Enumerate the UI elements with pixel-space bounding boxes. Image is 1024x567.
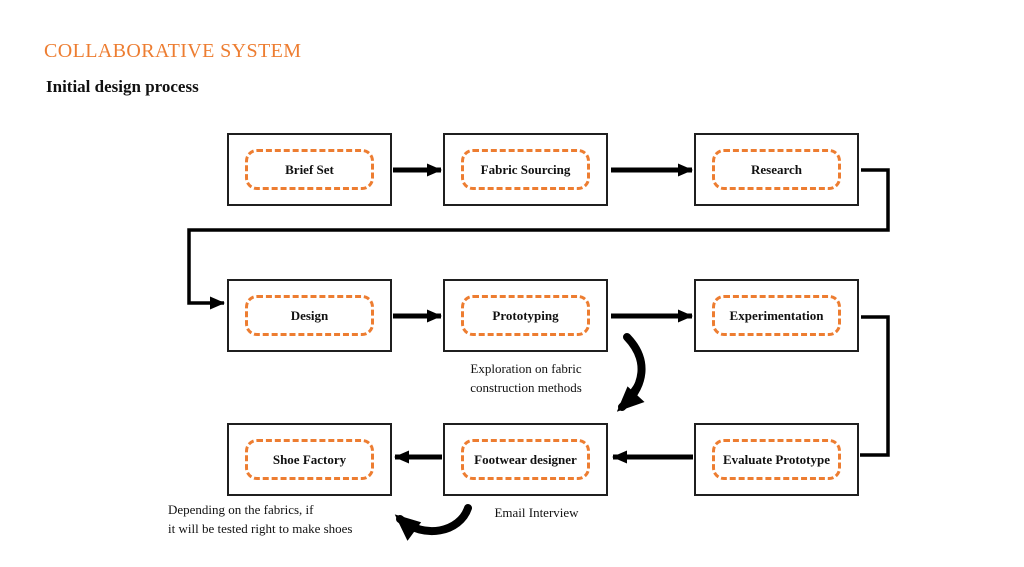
dashed-frame: Brief Set <box>245 149 374 190</box>
annotation-line: Exploration on fabric <box>470 361 582 376</box>
flow-box-research: Research <box>694 133 859 206</box>
annotation-exploration: Exploration on fabric construction metho… <box>443 360 609 398</box>
dashed-frame: Design <box>245 295 374 336</box>
dashed-frame: Prototyping <box>461 295 590 336</box>
flow-box-evaluate-prototype: Evaluate Prototype <box>694 423 859 496</box>
flow-box-experimentation: Experimentation <box>694 279 859 352</box>
flow-box-brief-set: Brief Set <box>227 133 392 206</box>
annotation-email-interview: Email Interview <box>443 504 630 523</box>
flow-box-label: Research <box>750 161 803 177</box>
flow-box-footwear-designer: Footwear designer <box>443 423 608 496</box>
flow-box-label: Shoe Factory <box>272 451 347 467</box>
flow-box-prototyping: Prototyping <box>443 279 608 352</box>
flow-box-label: Prototyping <box>492 307 559 323</box>
annotation-line: it will be tested right to make shoes <box>168 520 353 536</box>
hand-drawn-arrow-prototyping-to-footwear <box>616 333 646 412</box>
flow-box-label: Footwear designer <box>474 451 577 467</box>
flow-box-fabric-sourcing: Fabric Sourcing <box>443 133 608 206</box>
flow-box-label: Experimentation <box>729 307 824 323</box>
hand-drawn-arrow-to-shoe-factory <box>394 504 472 541</box>
flow-box-label: Evaluate Prototype <box>723 451 830 467</box>
arrow-research-to-design <box>187 168 890 310</box>
slide-title: COLLABORATIVE SYSTEM <box>44 40 302 62</box>
flow-box-shoe-factory: Shoe Factory <box>227 423 392 496</box>
annotation-line: Email Interview <box>494 505 579 520</box>
slide-subtitle: Initial design process <box>46 77 199 96</box>
flow-box-label: Brief Set <box>285 161 334 177</box>
dashed-frame: Shoe Factory <box>245 439 374 480</box>
annotation-depending: Depending on the fabrics, if it will be … <box>168 501 418 539</box>
flow-box-label: Fabric Sourcing <box>480 161 571 177</box>
dashed-frame: Evaluate Prototype <box>712 439 841 480</box>
annotation-line: construction methods <box>470 379 582 395</box>
dashed-frame: Experimentation <box>712 295 841 336</box>
flow-box-design: Design <box>227 279 392 352</box>
dashed-frame: Footwear designer <box>461 439 590 480</box>
line-experimentation-to-evaluate <box>860 315 890 457</box>
flow-box-label: Design <box>290 307 329 323</box>
dashed-frame: Fabric Sourcing <box>461 149 590 190</box>
dashed-frame: Research <box>712 149 841 190</box>
annotation-line: Depending on the fabrics, if <box>168 502 314 517</box>
